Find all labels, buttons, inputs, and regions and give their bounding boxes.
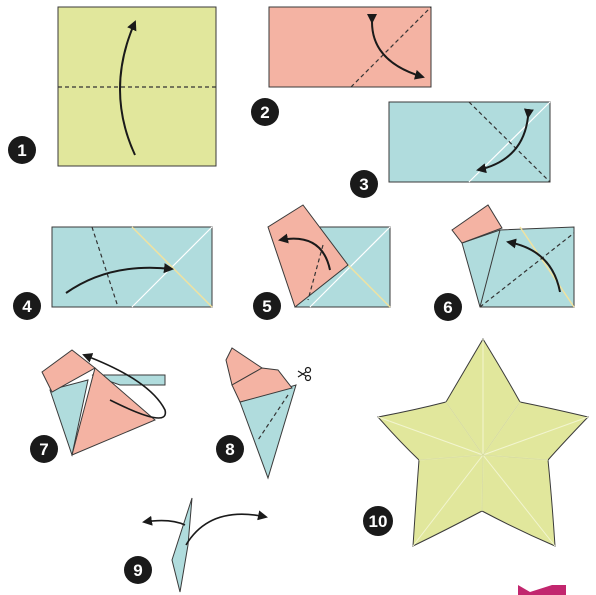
- step-badge: [8, 136, 36, 164]
- step-badge: [216, 435, 244, 463]
- step-10: 10: [363, 338, 589, 547]
- step-badge: [363, 506, 393, 536]
- step-number: 2: [260, 103, 269, 122]
- scissors-icon: [297, 366, 312, 382]
- fold-arrow: [506, 238, 561, 293]
- fold-line: [91, 226, 119, 308]
- step-7: 7: [30, 349, 167, 463]
- fold-line: [479, 232, 575, 308]
- step-number: 7: [39, 440, 48, 459]
- step-2: 2: [251, 6, 432, 126]
- blue-piece: [171, 497, 193, 593]
- step-number: 3: [359, 175, 368, 194]
- step-9: 9: [124, 497, 268, 593]
- blue-rectangle: [388, 101, 551, 183]
- star-shading: [418, 401, 549, 512]
- step-8: 8: [216, 347, 312, 480]
- crease-line: [519, 226, 575, 308]
- step-number: 10: [369, 512, 388, 531]
- fold-arrow: [366, 13, 425, 80]
- step-number: 6: [443, 298, 452, 317]
- pink-band: [231, 367, 293, 403]
- step-number: 9: [133, 561, 142, 580]
- step-number: 1: [17, 141, 26, 160]
- step-badge: [253, 292, 281, 320]
- rotate-arrow: [82, 353, 167, 419]
- blue-rectangle: [51, 226, 213, 308]
- fold-arrow: [65, 263, 174, 294]
- fold-line: [257, 394, 289, 441]
- step-6: 6: [434, 204, 575, 321]
- step-5: 5: [253, 204, 391, 320]
- step-badge: [434, 293, 462, 321]
- fold-arrow: [278, 233, 331, 271]
- step-badge: [13, 292, 41, 320]
- step-badge: [350, 170, 378, 198]
- pink-rectangle: [268, 6, 432, 88]
- step-3: 3: [350, 101, 551, 198]
- step-badge: [251, 98, 279, 126]
- step-number: 4: [22, 297, 32, 316]
- pink-flap: [267, 204, 349, 308]
- step-number: 5: [262, 297, 271, 316]
- arrow-right: [185, 510, 268, 546]
- fold-line: [307, 244, 324, 301]
- corner-accent: [518, 585, 566, 595]
- fold-arrow: [119, 20, 137, 156]
- step-badge: [124, 556, 152, 584]
- pink-flap: [451, 204, 503, 244]
- step-1: 1: [8, 6, 217, 167]
- blue-base: [461, 226, 575, 308]
- step-number: 8: [225, 440, 234, 459]
- blue-cone: [49, 379, 89, 457]
- arrow-left: [142, 515, 186, 526]
- pink-flap: [71, 367, 156, 456]
- step-badge: [30, 435, 58, 463]
- step-4: 4: [13, 226, 213, 320]
- fold-arrow: [476, 108, 534, 174]
- flap-edge: [479, 229, 501, 308]
